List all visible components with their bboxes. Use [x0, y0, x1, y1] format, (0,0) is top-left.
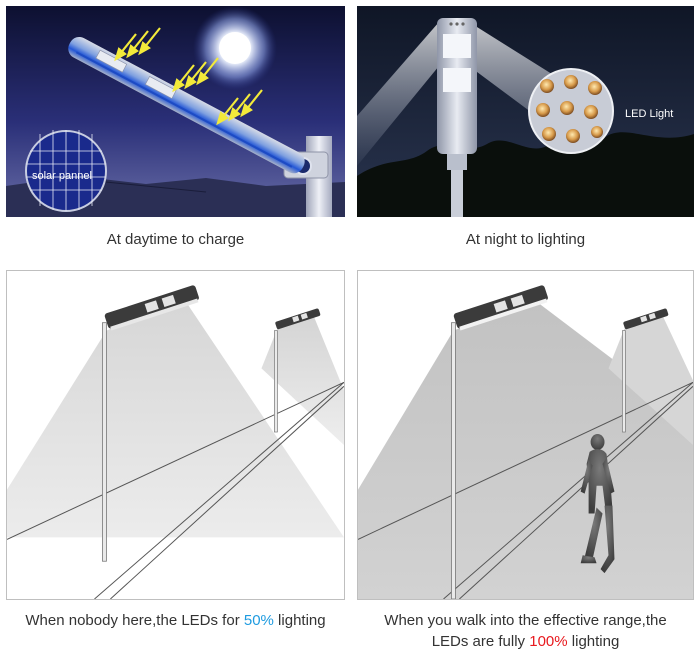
- night-caption: At night to lighting: [465, 231, 586, 248]
- far-pole: [274, 330, 278, 433]
- led-light-inset: [528, 68, 614, 154]
- nobody-percent-value: 50%: [243, 612, 274, 629]
- light-cone-near: [7, 298, 344, 538]
- daytime-charge-photo: solar pannel: [6, 6, 345, 217]
- light-cone-far: [261, 314, 344, 445]
- walk-caption-text: LEDs are fully: [431, 633, 530, 650]
- walk-caption: When you walk into the effective range,t…: [357, 610, 694, 652]
- near-lamp-head-bright: [453, 285, 548, 331]
- near-pole: [102, 322, 107, 562]
- night-lighting-photo: LED Light: [357, 6, 694, 217]
- near-lamp-head: [104, 285, 199, 331]
- sunlight-arrows: [114, 27, 263, 126]
- nobody-caption-end: lighting: [273, 612, 326, 629]
- walk-caption-line1: When you walk into the effective range,t…: [384, 612, 667, 629]
- night-scene: [357, 6, 694, 217]
- nobody-caption-text: When nobody here,the LEDs for: [25, 612, 244, 629]
- far-lamp-head: [275, 308, 321, 330]
- far-lamp-head-bright: [623, 308, 669, 330]
- solar-lamp-body: [68, 36, 305, 174]
- far-pole-bright: [622, 330, 626, 433]
- walk-caption-line2: LEDs are fully 100% lighting: [357, 631, 694, 652]
- nobody-50-percent-illustration: [6, 270, 345, 600]
- street-scene-bright: [358, 271, 693, 599]
- daytime-caption: At daytime to charge: [106, 231, 245, 248]
- solar-panel-inset: [25, 130, 107, 212]
- nobody-caption: When nobody here,the LEDs for 50% lighti…: [6, 610, 345, 631]
- daytime-scene: [6, 6, 345, 217]
- light-cone-far-bright: [608, 314, 693, 445]
- solar-panel-label: solar pannel: [32, 170, 92, 182]
- led-light-label: LED Light: [625, 108, 674, 120]
- street-scene-dim: [7, 271, 344, 599]
- walking-person: [580, 434, 615, 574]
- walk-100-percent-illustration: [357, 270, 694, 600]
- near-pole-bright: [451, 322, 456, 599]
- walk-caption-end: lighting: [567, 633, 620, 650]
- walk-percent-value: 100%: [529, 633, 568, 650]
